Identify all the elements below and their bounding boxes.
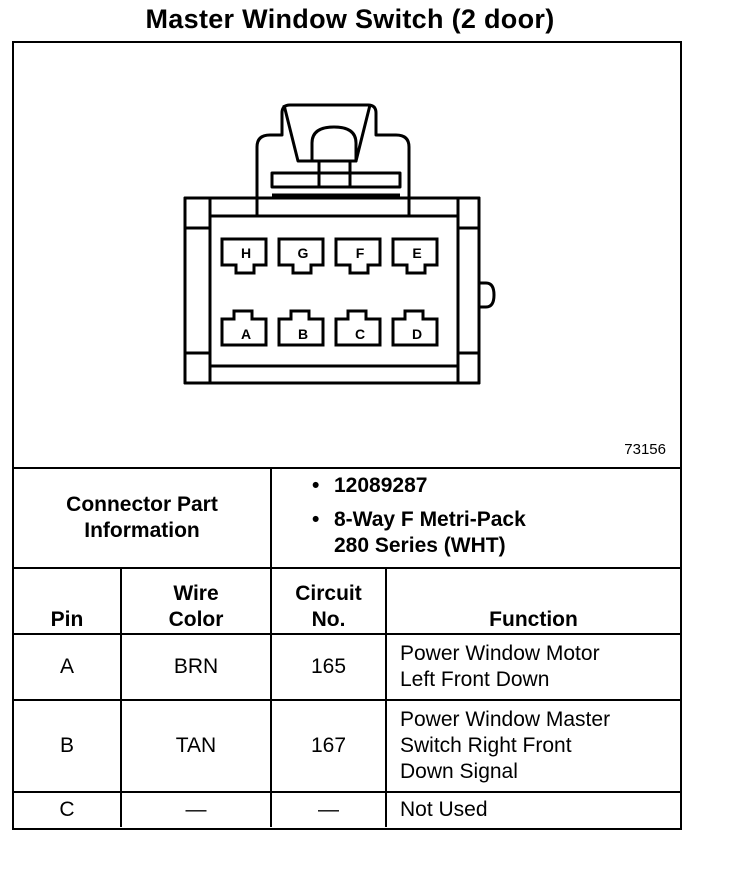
- connector-face-drawing: H G F E A B C D: [183, 103, 496, 385]
- cavity-label: F: [356, 245, 365, 261]
- table-row: B TAN 167 Power Window Master Switch Rig…: [14, 699, 680, 793]
- part-number: 12089287: [312, 473, 680, 499]
- cavity-outline: [334, 309, 382, 347]
- table-row: C — — Not Used: [14, 791, 680, 827]
- cavity-f: F: [334, 237, 382, 275]
- connector-part-info-label: Connector Part Information: [14, 469, 272, 569]
- cavity-h: H: [220, 237, 268, 275]
- header-function: Function: [385, 567, 680, 635]
- cavity-d: D: [391, 309, 439, 347]
- header-pin: Pin: [14, 567, 122, 635]
- connector-part-info-values: 12089287 8-Way F Metri-Pack 280 Series (…: [270, 469, 680, 569]
- wire-color-cell: —: [120, 791, 272, 827]
- circuit-cell: —: [270, 791, 387, 827]
- connector-diagram: H G F E A B C D 73156: [14, 43, 680, 469]
- key-bump: [479, 281, 496, 309]
- cavity-a: A: [220, 309, 268, 347]
- page-title: Master Window Switch (2 door): [145, 4, 555, 34]
- function-cell: Not Used: [385, 791, 680, 827]
- cavity-label: B: [298, 326, 308, 342]
- wire-color-cell: TAN: [120, 699, 272, 793]
- cavity-label: D: [412, 326, 422, 342]
- function-cell: Power Window Master Switch Right Front D…: [385, 699, 680, 793]
- circuit-cell: 167: [270, 699, 387, 793]
- cavity-group: H G F E A B C D: [220, 237, 439, 347]
- connector-body: [183, 196, 481, 385]
- latch-base: [270, 171, 402, 189]
- circuit-cell: 165: [270, 633, 387, 701]
- pin-cell: C: [14, 791, 122, 827]
- cavity-label: E: [412, 245, 421, 261]
- function-cell: Power Window Motor Left Front Down: [385, 633, 680, 701]
- cavity-label: C: [355, 326, 365, 342]
- cavity-outline: [220, 237, 268, 275]
- cavity-outline: [220, 309, 268, 347]
- cavity-label: G: [298, 245, 309, 261]
- cavity-c: C: [334, 309, 382, 347]
- cavity-e: E: [391, 237, 439, 275]
- cavity-outline: [277, 309, 325, 347]
- header-circuit-no: Circuit No.: [270, 567, 387, 635]
- cavity-outline: [391, 237, 439, 275]
- wire-color-cell: BRN: [120, 633, 272, 701]
- pin-cell: A: [14, 633, 122, 701]
- table-header-row: Pin Wire Color Circuit No. Function: [14, 567, 680, 635]
- cavity-label: A: [241, 326, 251, 342]
- pinout-table: Connector Part Information 12089287 8-Wa…: [14, 469, 680, 827]
- connector-description: 8-Way F Metri-Pack 280 Series (WHT): [312, 507, 680, 559]
- cavity-b: B: [277, 309, 325, 347]
- cavity-outline: [391, 309, 439, 347]
- left-rail: [183, 196, 212, 385]
- figure-number: 73156: [624, 441, 666, 458]
- cavity-g: G: [277, 237, 325, 275]
- connector-part-info-row: Connector Part Information 12089287 8-Wa…: [14, 469, 680, 569]
- pin-cell: B: [14, 699, 122, 793]
- latch-loop: [310, 125, 358, 163]
- cavity-outline: [334, 237, 382, 275]
- latch-outer: [255, 103, 411, 218]
- header-wire-color: Wire Color: [120, 567, 272, 635]
- table-row: A BRN 165 Power Window Motor Left Front …: [14, 633, 680, 701]
- cavity-outline: [277, 237, 325, 275]
- right-rail: [456, 196, 481, 385]
- cavity-label: H: [241, 245, 251, 261]
